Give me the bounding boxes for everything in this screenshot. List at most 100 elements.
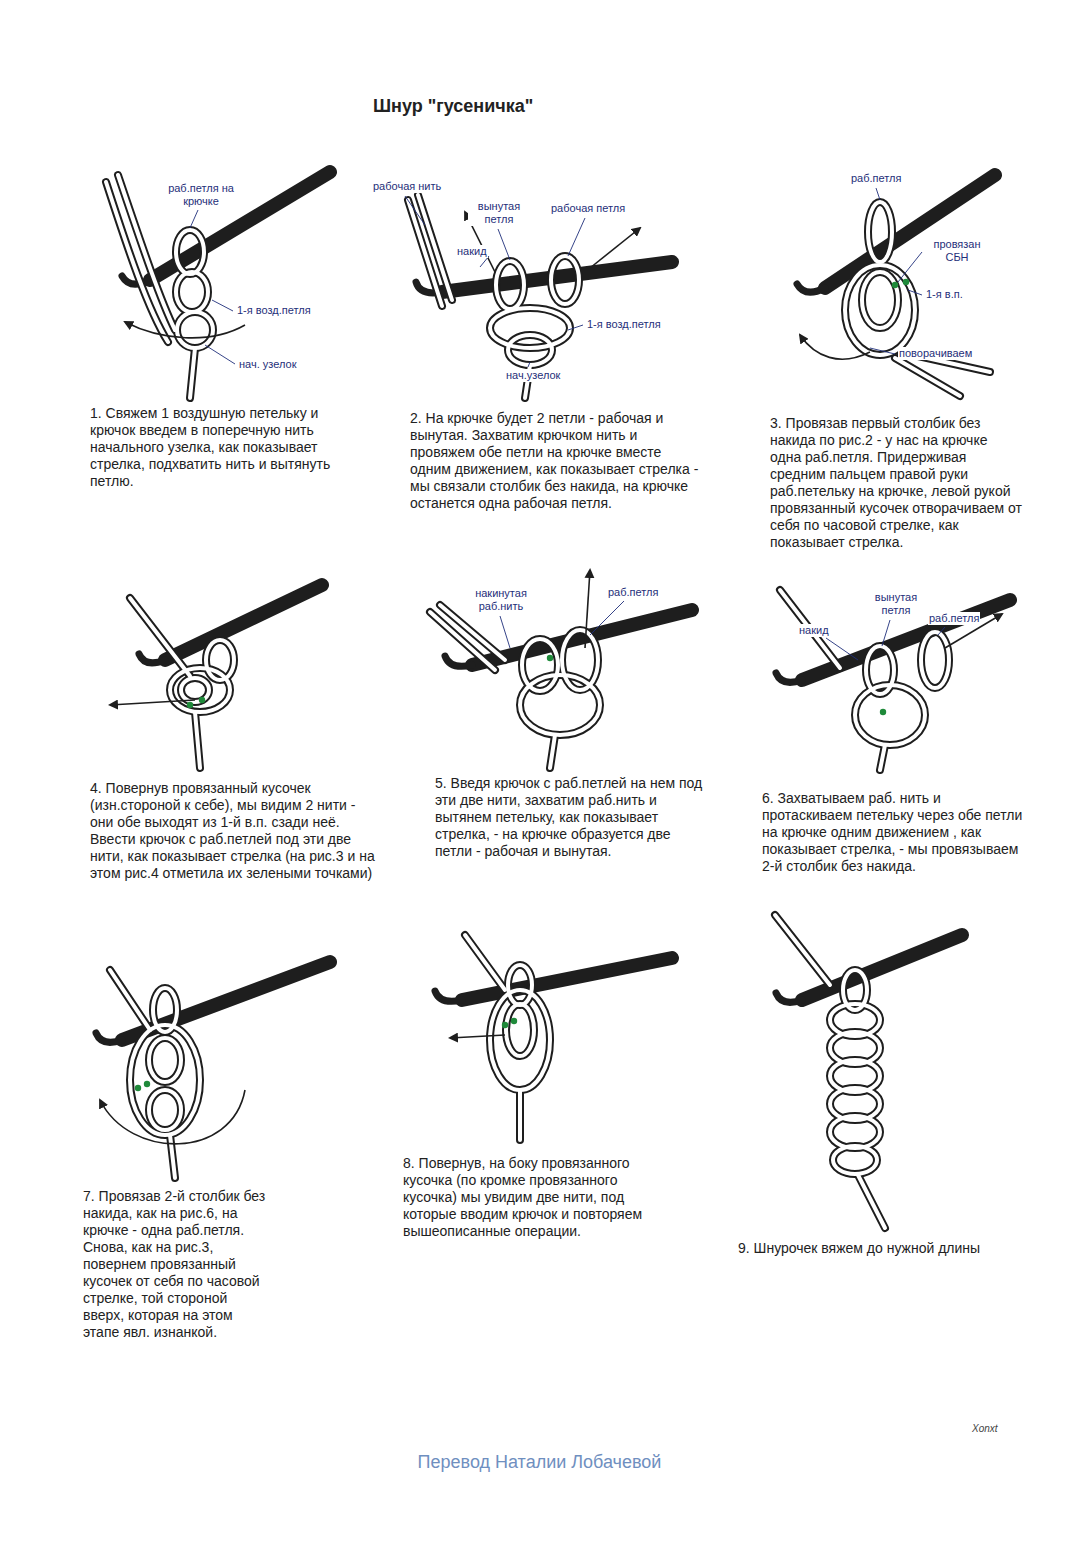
yarn [516,1090,524,1140]
yarn-inner [149,1090,181,1130]
step-caption: 3. Провязав первый столбик без накида по… [770,415,1022,551]
yarn [490,308,570,348]
annotation-label: накинутая раб.нить [465,587,537,613]
direction-arrow [100,212,1002,1144]
yarn-inner [551,256,579,304]
step-caption: 4. Повернув провязанный кусочек (изн.сто… [90,780,380,882]
yarn-inner [106,175,990,1228]
yarn-inner [855,685,925,745]
yarn-inner [833,1146,877,1174]
crochet-hook [435,991,462,1001]
yarn-inner [506,1004,534,1056]
yarn-inner [181,678,209,702]
leader-line [870,348,895,354]
crochet-hook [165,585,322,660]
direction-arrow [800,335,870,359]
yarn [110,970,150,1030]
crochet-hook [797,284,825,292]
yarn [130,1025,200,1135]
yarn [520,675,600,735]
page-title: Шнур "гусеничка" [373,96,533,117]
annotation-label: накид [798,624,830,637]
crochet-hook [445,656,472,666]
yarn-inner [190,348,195,398]
crochet-hook [802,935,962,1000]
leader-line [826,638,858,660]
annotation-label: накид [456,245,488,258]
leader-line [908,290,922,295]
annotation-label: 1-я возд.петля [236,304,312,317]
yarn-inner [490,990,550,1090]
yarn [775,915,830,985]
yarn [550,735,555,768]
yarn-inner [550,735,555,768]
annotation-label: раб.петля [928,612,980,625]
crochet-hook [776,673,802,682]
yarn-inner [490,308,570,348]
leader-line [500,616,510,648]
direction-arrow [590,228,640,268]
yarn-inner [130,598,190,676]
yarn-inner [522,639,558,691]
leader-line [938,627,945,635]
yarn-inner [921,632,949,688]
step-caption: 9. Шнурочек вяжем до нужной длины [738,1240,1048,1257]
yarn [496,261,524,309]
yarn-inner [862,272,898,328]
leader-line [498,229,510,260]
crochet-hook [96,172,1010,1042]
yarn [506,1004,534,1056]
yarn [170,1135,175,1178]
green-dot [511,1018,517,1024]
annotation-label: поворачиваем [898,347,973,360]
yarn [176,230,204,274]
yarn-inner [508,335,552,365]
green-dot [144,1081,150,1087]
yarn-inner [170,1135,175,1178]
leader-line [528,362,530,367]
yarn [833,1146,877,1174]
yarn-inner [170,668,230,712]
yarn-inner [465,935,505,990]
annotation-label: нач. узелок [238,358,297,371]
yarn [177,312,213,348]
leader-line [212,300,233,311]
yarn-inner [780,590,840,668]
green-dot [547,655,553,661]
step-caption: 6. Захватываем раб. нить и протаскиваем … [762,790,1024,875]
yarn-inner [518,1090,522,1140]
step-caption: 1. Свяжем 1 воздушную петельку и крючок … [90,405,365,490]
annotation-label: нач.узелок [505,369,561,382]
yarn [921,632,949,688]
step-caption: 2. На крючке будет 2 петли - рабочая и в… [410,410,705,512]
yarn-inner [895,358,960,396]
annotation-label: 1-я возд.петля [586,318,662,331]
yarn [490,990,550,1090]
annotation-label: вынутая петля [468,200,530,226]
yarn [170,668,230,712]
yarn [149,1038,181,1082]
yarn-inner [880,745,885,770]
yarn-inner [177,312,213,348]
direction-arrow [585,570,590,648]
yarn-inner [110,970,150,1030]
leader-line [590,601,624,635]
crochet-hook [776,993,802,1002]
yarn [176,272,208,312]
green-dot [903,279,909,285]
yarn-inner [496,261,524,309]
step-caption: 5. Введя крючок с раб.петлей на нем под … [435,775,710,860]
green-dot [135,279,909,1091]
annotation-label: провязан СБН [925,238,989,264]
annotation-label: раб.петля [607,586,659,599]
yarn [868,202,892,262]
leader-line [405,196,425,225]
green-dot [502,1022,508,1028]
crochet-hook [139,654,165,663]
yarn [149,1090,181,1130]
yarn-inner [430,612,495,670]
yarn [130,598,190,676]
yarn-inner [868,202,892,262]
annotation-label: раб.петля [850,172,902,185]
crochet-hook [825,175,995,288]
